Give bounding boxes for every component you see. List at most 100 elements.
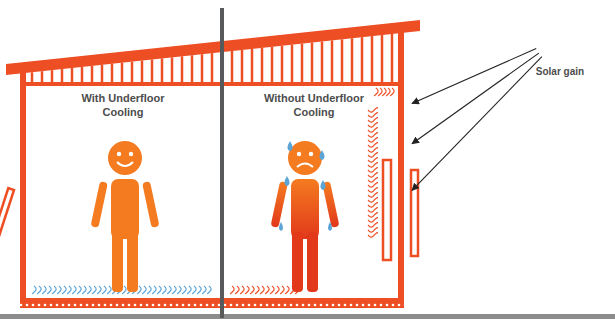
wave-line [368,153,378,158]
wave-line [368,158,378,163]
wave-line [52,286,56,294]
roof-slat [121,63,124,82]
wave-line [285,286,289,294]
wave-line [202,286,206,294]
roof-slat [51,70,54,82]
roof-slat [311,42,314,82]
wave-line [172,286,176,294]
roof-slat [141,61,144,82]
wave-line [368,228,378,233]
wave-line [42,286,46,294]
right-wall [398,28,404,308]
roof-slat [261,48,264,82]
wave-line [62,286,66,294]
wave-line [250,286,254,294]
wave-line [87,286,91,294]
wave-line [368,188,378,193]
wave-line [177,286,181,294]
wave-line [368,133,378,138]
sun-symbol: Solar gain [527,14,593,83]
wave-line [382,88,386,96]
wave-line [368,203,378,208]
wave-line [368,168,378,173]
floor-slab [20,298,404,308]
inner-window [383,160,391,260]
roof-slat [91,66,94,82]
wave-line [57,286,61,294]
outer-window [411,170,418,256]
roof-slat [41,71,44,82]
wave-line [260,286,264,294]
roof-slats [32,34,392,82]
roof-slat [61,69,64,82]
wave-line [368,108,378,113]
room-region: With Underfloor Cooling [26,86,220,298]
wave-line [368,233,378,238]
open-window [0,188,14,245]
wave-line [72,286,76,294]
wave-line [390,88,394,96]
roof-slat [271,47,274,82]
wave-line [142,286,146,294]
left-wall [20,72,26,308]
roof-slat [301,44,304,82]
wave-line [245,286,249,294]
roof-slat [161,58,164,82]
roof-slat [81,67,84,82]
roof-slat [131,62,134,82]
wave-line [92,286,96,294]
wave-line [32,286,36,294]
wave-line [67,286,71,294]
happy-person [91,141,160,292]
wave-line [265,286,269,294]
wave-line [368,183,378,188]
roof-slat [191,55,194,82]
hot-person [271,141,340,292]
wave-line [374,88,378,96]
roof-slat [331,40,334,82]
wave-line [197,286,201,294]
wave-line [187,286,191,294]
wave-line [97,286,101,294]
roof-slat [201,54,204,82]
wave-line [270,286,274,294]
wave-line [368,178,378,183]
wave-line [368,138,378,143]
wave-line [368,218,378,223]
roof-slat [151,59,154,82]
roof-slat [341,39,344,82]
roof-slat [361,37,364,82]
wave-line [147,286,151,294]
room-region: Without Underfloor Cooling [224,86,404,298]
ground-line [0,314,615,319]
roof-slat [351,38,354,82]
wave-line [235,286,239,294]
wave-line [102,286,106,294]
wave-line [368,143,378,148]
roof-slat [281,46,284,82]
wave-line [152,286,156,294]
room-label: Without Underfloor Cooling [256,92,372,120]
room-label: With Underfloor Cooling [65,92,181,120]
heat-and-cool-waves [32,88,394,294]
roof-slat [31,72,34,82]
wave-line [368,163,378,168]
wave-line [240,286,244,294]
wave-line [368,118,378,123]
wave-line [368,113,378,118]
wave-line [167,286,171,294]
divider-pole [220,8,224,318]
wave-line [77,286,81,294]
roof-slat [181,56,184,82]
roof-slat [71,68,74,82]
wave-line [368,213,378,218]
solar-gain-arrow [412,53,539,144]
roof-slat [231,51,234,82]
wave-line [192,286,196,294]
wave-line [368,198,378,203]
wave-line [368,208,378,213]
wave-line [275,286,279,294]
